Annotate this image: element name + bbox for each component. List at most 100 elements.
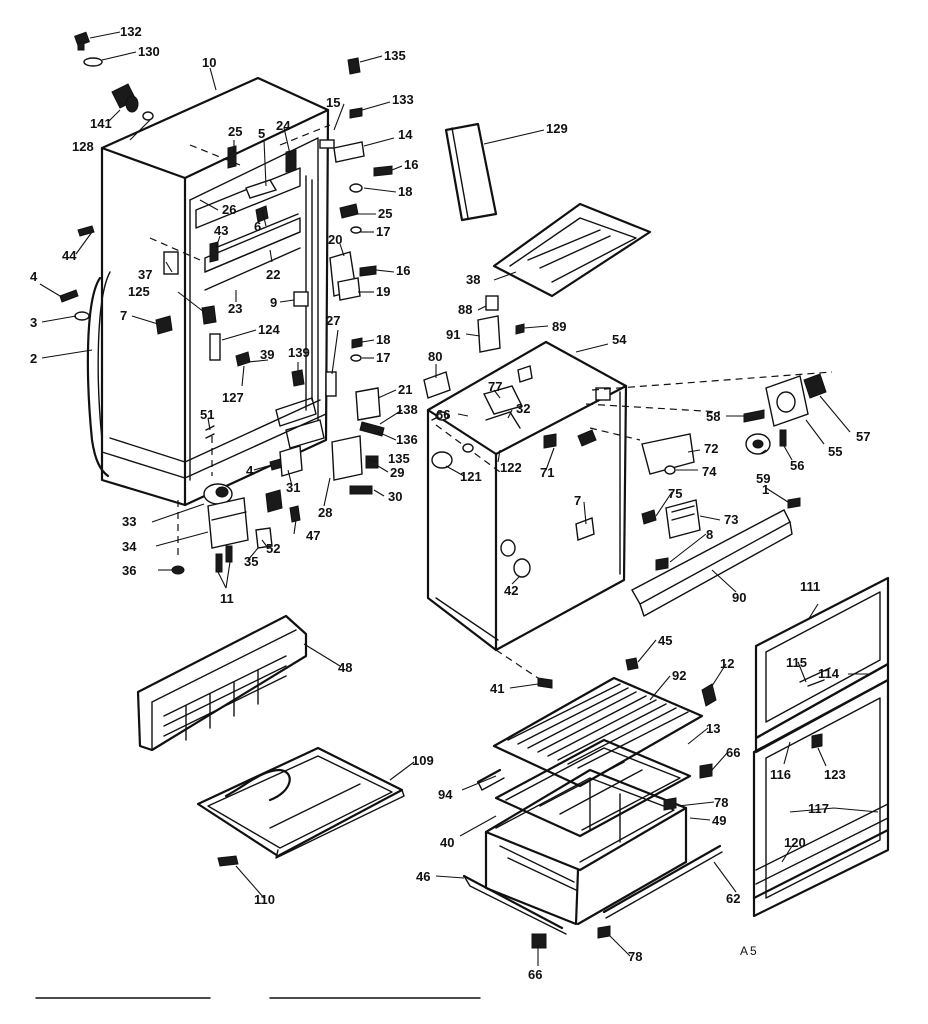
callout-c135b: 135 — [388, 451, 410, 466]
callout-c132: 132 — [120, 24, 142, 39]
callout-c16b: 16 — [396, 263, 411, 278]
callout-c35: 35 — [244, 554, 259, 569]
callout-c133: 133 — [392, 92, 414, 107]
callout-c73: 73 — [724, 512, 739, 527]
callout-c80: 80 — [428, 349, 443, 364]
hinge-parts — [269, 57, 393, 495]
callout-c34: 34 — [122, 539, 137, 554]
callout-c88: 88 — [458, 302, 473, 317]
kick-grille — [136, 614, 308, 752]
callout-c92: 92 — [672, 668, 687, 683]
callout-c90: 90 — [732, 590, 747, 605]
callout-c4b: 4 — [246, 463, 254, 478]
callout-c24: 24 — [276, 118, 291, 133]
cabinet-outer-shell — [100, 76, 330, 507]
callout-c2: 2 — [30, 351, 38, 366]
callout-c139: 139 — [288, 345, 310, 360]
callout-c11: 11 — [220, 591, 234, 606]
callout-c58: 58 — [706, 409, 721, 424]
callout-c135a: 135 — [384, 48, 406, 63]
callout-c26: 26 — [222, 202, 237, 217]
callout-c22: 22 — [266, 267, 281, 282]
callout-c25b: 25 — [378, 206, 393, 221]
callout-c109: 109 — [412, 753, 434, 768]
callout-c91: 91 — [446, 327, 461, 342]
callout-c20: 20 — [328, 232, 343, 247]
small-shelf-parts — [625, 657, 717, 707]
liner-parts — [423, 295, 611, 689]
callout-c110: 110 — [254, 892, 275, 907]
callout-c45: 45 — [658, 633, 673, 648]
callout-c10: 10 — [202, 55, 217, 70]
left-small-parts — [59, 145, 309, 439]
crisper-drawer — [462, 763, 723, 949]
callout-c42: 42 — [504, 583, 519, 598]
callout-c18a: 18 — [398, 184, 413, 199]
callout-c57: 57 — [856, 429, 871, 444]
callout-c130: 130 — [138, 44, 160, 59]
callout-c120: 120 — [784, 835, 806, 850]
callout-c6: 6 — [254, 219, 262, 234]
callout-c125: 125 — [128, 284, 150, 299]
callout-c116: 116 — [770, 767, 791, 782]
callout-c75: 75 — [668, 486, 683, 501]
callout-c48: 48 — [338, 660, 353, 675]
callout-c4a: 4 — [30, 269, 38, 284]
callout-c27: 27 — [326, 313, 341, 328]
callout-c121: 121 — [460, 469, 482, 484]
callout-c8: 8 — [706, 527, 714, 542]
callout-c7b: 7 — [574, 493, 582, 508]
callout-c12: 12 — [720, 656, 735, 671]
callout-c3: 3 — [30, 315, 38, 330]
callout-c13: 13 — [706, 721, 721, 736]
callout-c71: 71 — [540, 465, 555, 480]
callout-c29: 29 — [390, 465, 405, 480]
callout-c78a: 78 — [714, 795, 729, 810]
trim-strip — [86, 271, 111, 478]
callout-c28: 28 — [318, 505, 333, 520]
callout-c32: 32 — [516, 401, 531, 416]
top-hardware — [74, 31, 154, 121]
callout-c122: 122 — [500, 460, 522, 475]
callout-c55: 55 — [828, 444, 843, 459]
callout-c40: 40 — [440, 835, 455, 850]
callout-c56: 56 — [790, 458, 805, 473]
callout-c127: 127 — [222, 390, 244, 405]
callout-c123: 123 — [824, 767, 846, 782]
callout-c66c: 66 — [528, 967, 543, 982]
callout-c25a: 25 — [228, 124, 243, 139]
callout-c23: 23 — [228, 301, 243, 316]
plate-code: A5 — [740, 944, 759, 958]
callout-c19: 19 — [376, 284, 391, 299]
fresh-food-door-frame — [752, 678, 890, 918]
callout-c5: 5 — [258, 126, 266, 141]
callout-c14: 14 — [398, 127, 413, 142]
callout-c7a: 7 — [120, 308, 128, 323]
callout-c77: 77 — [488, 379, 503, 394]
motor-assembly — [171, 436, 301, 575]
wire-shelf — [476, 676, 704, 791]
callout-c36: 36 — [122, 563, 137, 578]
crisper-cover-glass — [494, 738, 692, 838]
callout-c17b: 17 — [376, 350, 391, 365]
callout-c51: 51 — [200, 407, 215, 422]
callout-c124: 124 — [258, 322, 280, 337]
callout-c16a: 16 — [404, 157, 419, 172]
callout-c136: 136 — [396, 432, 418, 447]
callout-c1: 1 — [762, 482, 770, 497]
callout-c44: 44 — [62, 248, 77, 263]
callout-c74: 74 — [702, 464, 717, 479]
callout-c111: 111 — [800, 579, 821, 594]
callout-c15: 15 — [326, 95, 341, 110]
callout-c62: 62 — [726, 891, 741, 906]
callout-c21: 21 — [398, 382, 413, 397]
callout-c141: 141 — [90, 116, 112, 131]
callout-c17a: 17 — [376, 224, 391, 239]
callout-c33: 33 — [122, 514, 137, 529]
callout-c41: 41 — [490, 681, 505, 696]
callout-c43: 43 — [214, 223, 229, 238]
callout-c9: 9 — [270, 295, 278, 310]
